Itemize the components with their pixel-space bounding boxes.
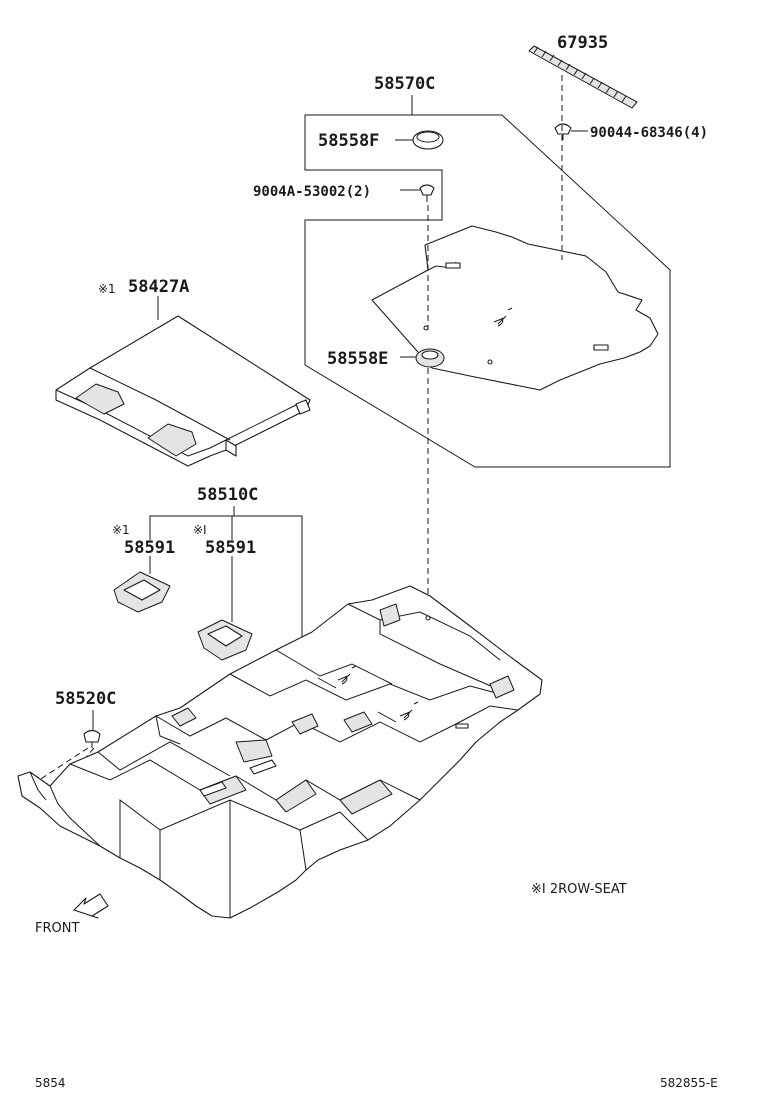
part-90044-clip (554, 123, 588, 140)
part-58558f-plug (395, 130, 444, 150)
page-id: 5854 (35, 1076, 66, 1090)
part-58427a-panel (55, 296, 311, 467)
label-58591-right: 58591 (205, 538, 256, 558)
group-bracket-58510c (92, 506, 303, 730)
legend-2row-seat: ※I 2ROW-SEAT (531, 882, 627, 897)
part-58570c-mat (371, 225, 659, 391)
part-58510c-floor-carpet (17, 585, 543, 919)
front-arrow-icon (73, 893, 109, 919)
group-box-58570c (304, 114, 671, 468)
label-58570c: 58570C (374, 74, 435, 94)
note-mark-58427a: ※1 (98, 282, 116, 296)
label-58520c: 58520C (55, 689, 116, 709)
part-58591-right-cover (197, 619, 253, 661)
label-90044-68346: 90044-68346(4) (590, 125, 708, 141)
part-58591-left-cover (113, 571, 171, 613)
part-67935-strip (528, 45, 638, 109)
label-67935: 67935 (557, 33, 608, 53)
label-58558e: 58558E (327, 349, 388, 369)
part-9004a-clip (400, 184, 435, 202)
drawing-id: 582855-E (660, 1076, 718, 1090)
label-9004a-53002: 9004A-53002(2) (253, 184, 371, 200)
label-58510c: 58510C (197, 485, 258, 505)
label-58558f: 58558F (318, 131, 379, 151)
label-front: FRONT (35, 921, 79, 936)
note-mark-58591-right: ※I (193, 523, 207, 537)
label-58591-left: 58591 (124, 538, 175, 558)
label-58427a: 58427A (128, 277, 189, 297)
part-58558e-grommet (400, 348, 445, 368)
note-mark-58591-left: ※1 (112, 523, 130, 537)
